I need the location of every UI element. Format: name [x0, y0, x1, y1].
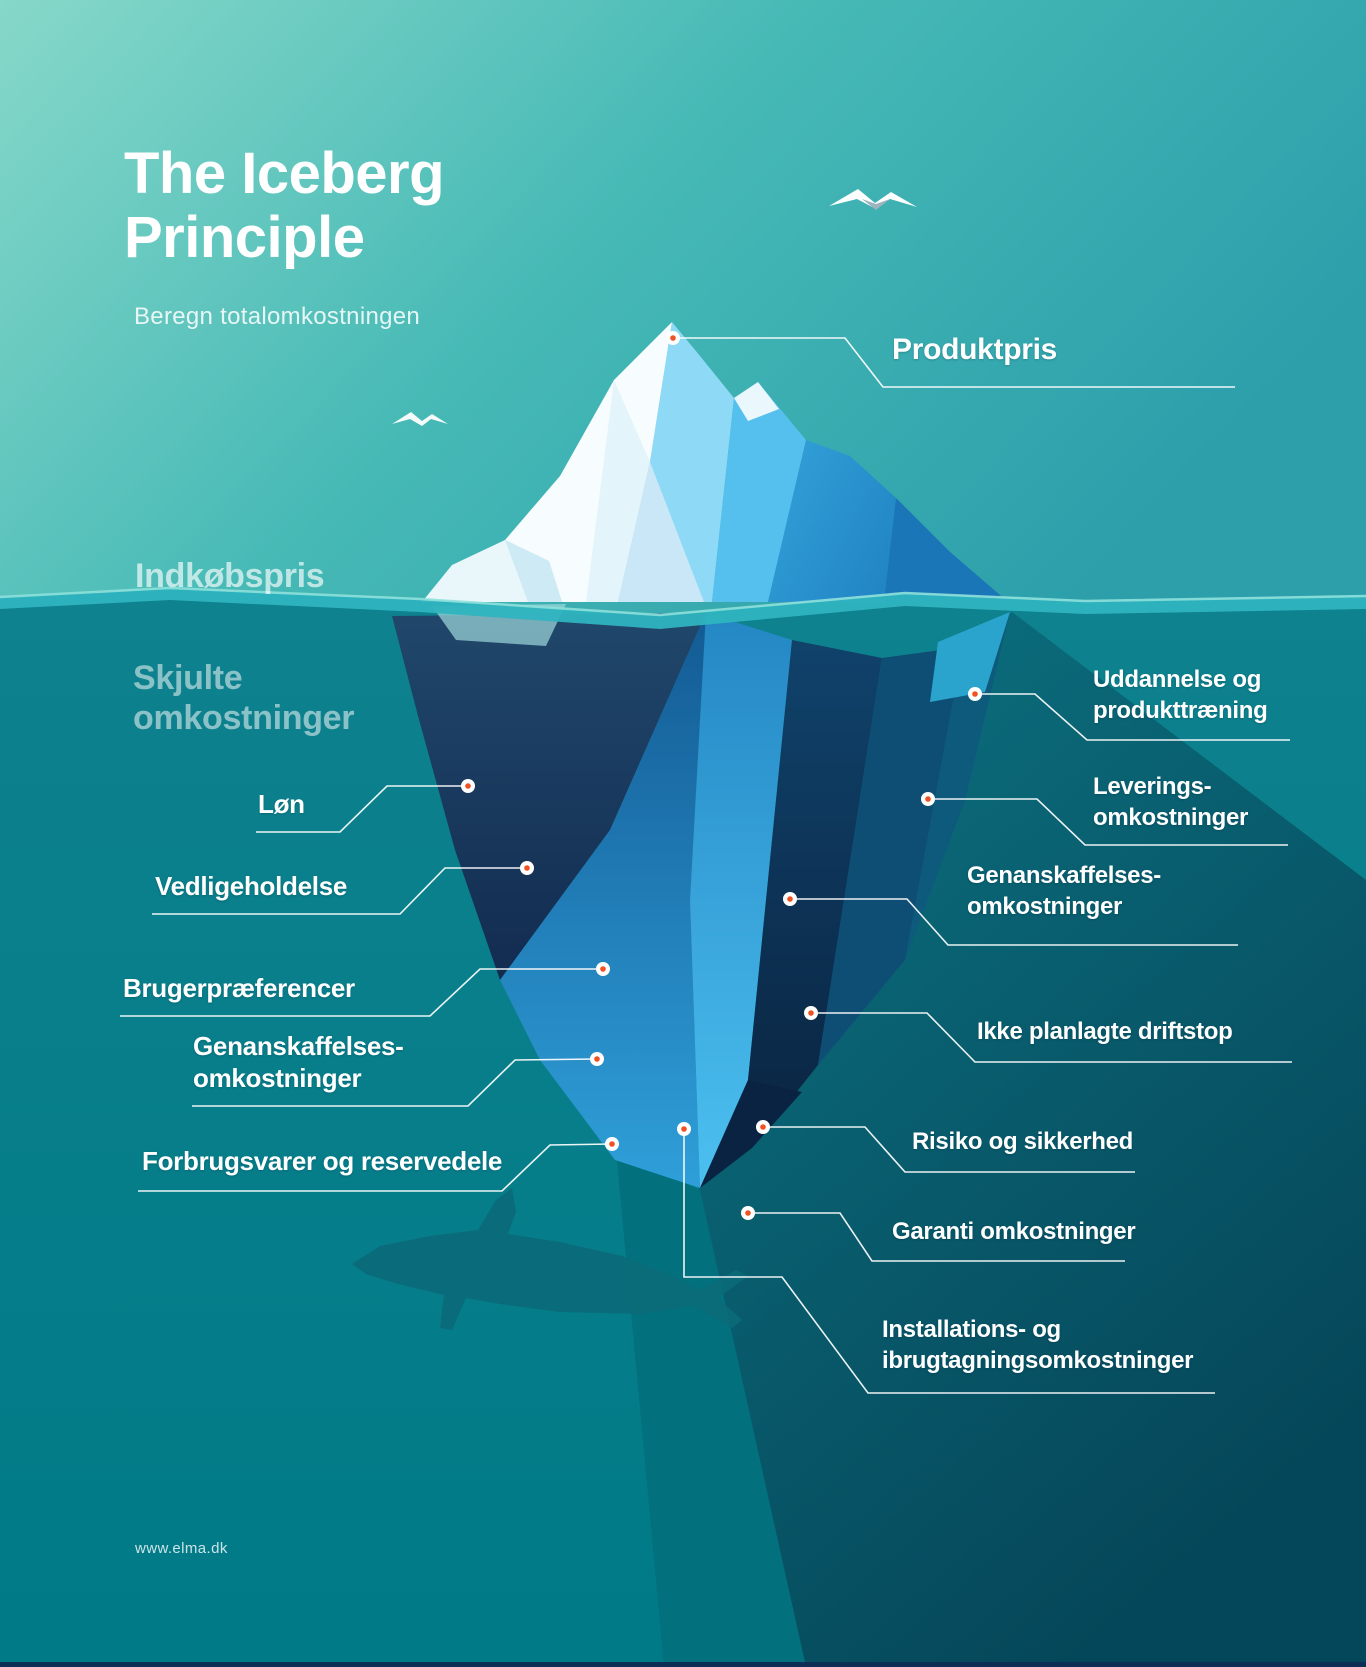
dot-lon [461, 779, 475, 793]
dot-genanskaffelses-left [590, 1052, 604, 1066]
dot-installations [677, 1122, 691, 1136]
zone-label-above-water: Indkøbspris [135, 557, 325, 595]
dot-leverings [921, 792, 935, 806]
bird-icon-small [392, 412, 448, 426]
callout-label-installations: Installations- og ibrugtagningsomkostnin… [882, 1316, 1194, 1374]
dot-uddannelse [968, 687, 982, 701]
leader-risiko [763, 1126, 1135, 1173]
dot-ikke-planlagte [804, 1006, 818, 1020]
callout-label-ikke-planlagte: Ikke planlagte driftstop [977, 1018, 1233, 1045]
callout-label-brugerpraeferencer: Brugerpræferencer [123, 973, 355, 1003]
callout-label-leverings: Leverings- omkostninger [1093, 773, 1249, 831]
dot-produktpris [666, 331, 680, 345]
page-title: The Iceberg Principle [124, 141, 445, 270]
callout-label-garanti: Garanti omkostninger [892, 1218, 1136, 1245]
callout-label-lon: Løn [258, 789, 305, 819]
dot-risiko [756, 1120, 770, 1134]
bottom-strip [0, 1662, 1366, 1667]
dot-forbrugsvarer [605, 1137, 619, 1151]
leader-lon [256, 785, 468, 833]
leader-ikke-planlagte [811, 1012, 1292, 1063]
bird-icon [829, 189, 917, 210]
leader-genanskaffelses-right [790, 898, 1238, 946]
callout-label-uddannelse: Uddannelse og produkttræning [1093, 666, 1268, 724]
waterline [0, 586, 1366, 629]
iceberg-below-water [392, 612, 1010, 1188]
zone-label-below-water: Skjulte omkostninger [133, 659, 355, 737]
dot-brugerpraeferencer [596, 962, 610, 976]
leader-installations [683, 1129, 1215, 1394]
callout-leaders [120, 337, 1292, 1394]
dot-genanskaffelses-right [783, 892, 797, 906]
callout-label-produktpris: Produktpris [892, 333, 1058, 366]
dot-garanti [741, 1206, 755, 1220]
leader-brugerpraeferencer [120, 968, 603, 1017]
callout-label-genanskaffelses-left: Genanskaffelses- omkostninger [193, 1031, 404, 1093]
leader-produktpris [673, 337, 1235, 388]
leader-vedligeholdelse [152, 867, 527, 915]
iceberg-above-water [422, 322, 1008, 602]
leader-forbrugsvarer [138, 1143, 613, 1192]
callout-label-vedligeholdelse: Vedligeholdelse [155, 871, 348, 901]
dot-vedligeholdelse [520, 861, 534, 875]
callout-label-genanskaffelses-right: Genanskaffelses- omkostninger [967, 862, 1161, 920]
callout-dots [461, 331, 982, 1220]
footer-link[interactable]: www.elma.dk [135, 1540, 228, 1557]
leader-uddannelse [975, 693, 1290, 741]
leader-genanskaffelses-left [192, 1058, 598, 1107]
leader-leverings [928, 798, 1288, 846]
leader-garanti [748, 1212, 1125, 1262]
callout-label-risiko: Risiko og sikkerhed [912, 1128, 1134, 1155]
callout-label-forbrugsvarer: Forbrugsvarer og reservedele [142, 1146, 503, 1176]
whale-silhouette [352, 1188, 748, 1330]
page-subtitle: Beregn totalomkostningen [134, 303, 421, 330]
